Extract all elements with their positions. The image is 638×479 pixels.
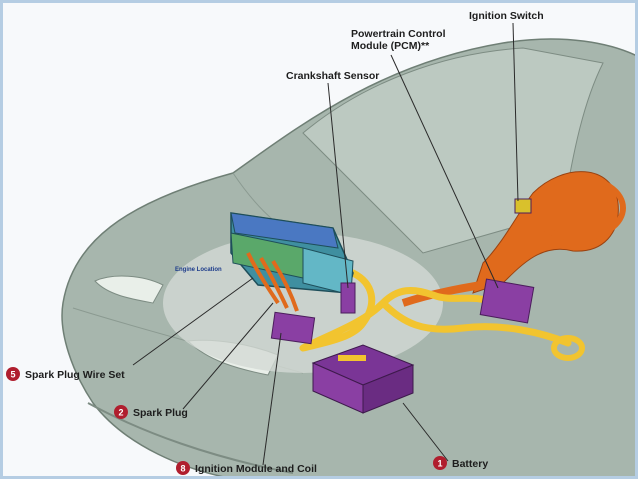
badge-8-number: 8 — [180, 464, 185, 474]
label-crankshaft-sensor: Crankshaft Sensor — [286, 70, 379, 82]
badge-2-number: 2 — [118, 408, 123, 418]
label-ignition-switch: Ignition Switch — [469, 10, 544, 22]
ignition-system-diagram: Ignition Switch Powertrain Control Modul… — [3, 3, 638, 479]
label-pcm-line1: Powertrain Control — [351, 28, 446, 40]
label-pcm-line2: Module (PCM)** — [351, 40, 430, 52]
ignition-switch-unit — [515, 199, 531, 213]
label-spark-plug: Spark Plug — [133, 407, 188, 419]
badge-5-number: 5 — [10, 370, 15, 380]
label-engine-location: Engine Location — [175, 267, 222, 273]
label-battery: Battery — [452, 458, 488, 470]
ignition-module — [271, 312, 314, 343]
label-ignition-module: Ignition Module and Coil — [195, 463, 317, 475]
pcm-unit — [480, 279, 534, 323]
badge-1-number: 1 — [437, 459, 442, 469]
label-spark-plug-wire-set: Spark Plug Wire Set — [25, 369, 125, 381]
